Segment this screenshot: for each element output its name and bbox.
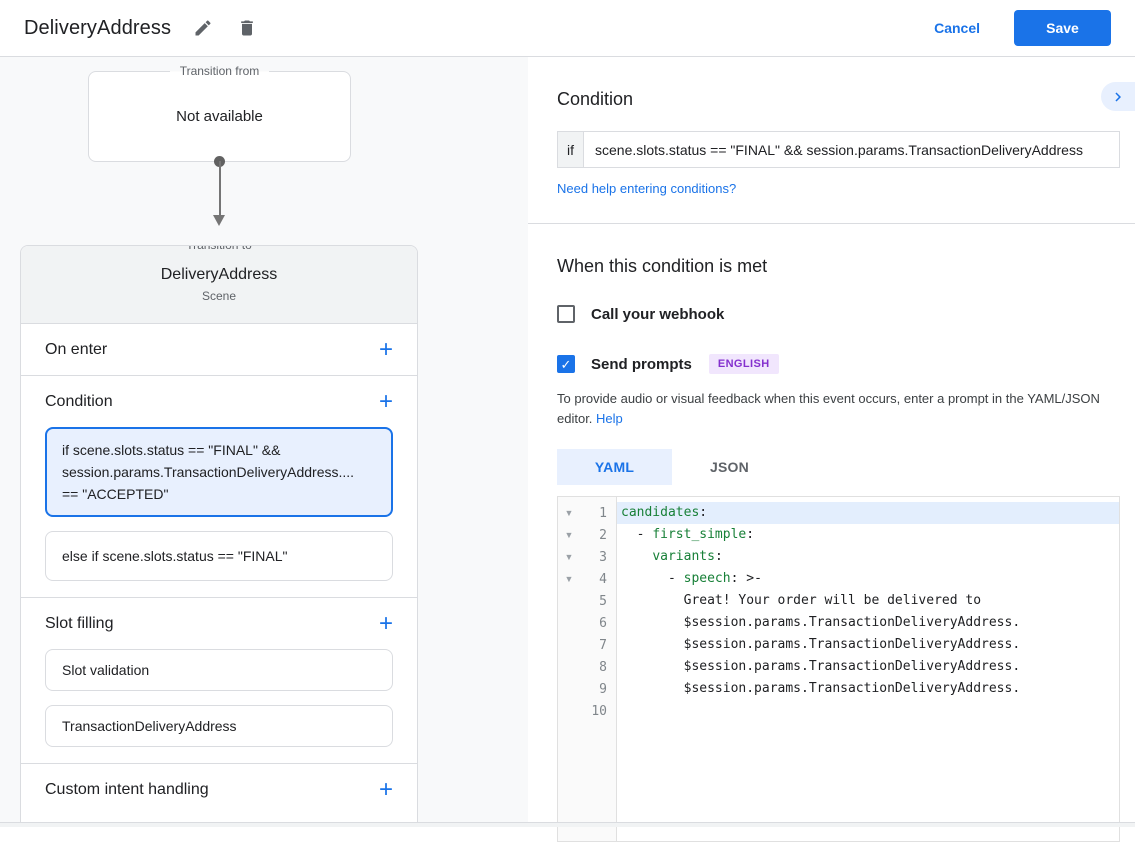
slot-card[interactable]: TransactionDeliveryAddress bbox=[45, 705, 393, 747]
transition-to-card: Transition to DeliveryAddress Scene On e… bbox=[20, 245, 418, 824]
flow-diagram-panel: Transition from Not available Transition… bbox=[0, 57, 528, 827]
code-line-2[interactable]: - first_simple: bbox=[617, 524, 1119, 546]
line-number: 1 bbox=[580, 506, 616, 521]
collapse-panel-button[interactable] bbox=[1101, 82, 1135, 111]
section-slot-filling: Slot filling + bbox=[21, 598, 417, 649]
section-condition: Condition + bbox=[21, 376, 417, 427]
code-line-10[interactable] bbox=[617, 700, 1119, 722]
cancel-button[interactable]: Cancel bbox=[934, 20, 980, 36]
gutter-line-1: ▼1 bbox=[558, 502, 616, 524]
gutter-line-2: ▼2 bbox=[558, 524, 616, 546]
send-prompts-row: ✓ Send prompts ENGLISH bbox=[557, 354, 1120, 374]
top-bar: DeliveryAddress Cancel Save bbox=[0, 0, 1135, 57]
fold-toggle-icon[interactable]: ▼ bbox=[558, 552, 580, 562]
code-line-6[interactable]: $session.params.TransactionDeliveryAddre… bbox=[617, 612, 1119, 634]
save-button[interactable]: Save bbox=[1014, 10, 1111, 46]
condition-detail-panel: Condition if Need help entering conditio… bbox=[528, 57, 1135, 827]
fold-toggle-icon[interactable]: ▼ bbox=[558, 530, 580, 540]
editor-code-area[interactable]: candidates: - first_simple: variants: - … bbox=[617, 497, 1119, 841]
tab-yaml[interactable]: YAML bbox=[557, 449, 672, 485]
condition-card[interactable]: else if scene.slots.status == "FINAL" bbox=[45, 531, 393, 581]
section-custom-intent: Custom intent handling + bbox=[21, 764, 417, 815]
code-line-3[interactable]: variants: bbox=[617, 546, 1119, 568]
gutter-line-4: ▼4 bbox=[558, 568, 616, 590]
transition-from-value: Not available bbox=[176, 108, 263, 125]
gutter-line-10: 10 bbox=[558, 700, 616, 722]
add-custom-intent-button[interactable]: + bbox=[379, 780, 393, 800]
bottom-edge-strip bbox=[0, 822, 1135, 827]
when-condition-met-title: When this condition is met bbox=[557, 256, 1120, 277]
scene-type-label: Scene bbox=[202, 289, 236, 303]
editor-tabs: YAML JSON bbox=[557, 449, 1120, 485]
line-number: 7 bbox=[580, 638, 616, 653]
scene-name: DeliveryAddress bbox=[161, 266, 277, 284]
fold-toggle-icon[interactable]: ▼ bbox=[558, 508, 580, 518]
line-number: 10 bbox=[580, 704, 616, 719]
connector-arrowhead-icon bbox=[213, 215, 225, 226]
prompts-helper-text: To provide audio or visual feedback when… bbox=[557, 389, 1120, 429]
call-webhook-label: Call your webhook bbox=[591, 306, 724, 323]
scene-card-header[interactable]: DeliveryAddress Scene bbox=[21, 246, 417, 324]
add-on-enter-button[interactable]: + bbox=[379, 340, 393, 360]
condition-expression-row: if bbox=[557, 131, 1120, 168]
delete-scene-button[interactable] bbox=[235, 16, 259, 40]
condition-label: Condition bbox=[45, 393, 113, 411]
gutter-line-9: 9 bbox=[558, 678, 616, 700]
page-title: DeliveryAddress bbox=[24, 17, 171, 40]
add-condition-button[interactable]: + bbox=[379, 392, 393, 412]
code-line-8[interactable]: $session.params.TransactionDeliveryAddre… bbox=[617, 656, 1119, 678]
line-number: 2 bbox=[580, 528, 616, 543]
gutter-line-3: ▼3 bbox=[558, 546, 616, 568]
line-number: 8 bbox=[580, 660, 616, 675]
gutter-line-7: 7 bbox=[558, 634, 616, 656]
send-prompts-checkbox[interactable]: ✓ bbox=[557, 355, 575, 373]
code-line-5[interactable]: Great! Your order will be delivered to bbox=[617, 590, 1119, 612]
on-enter-label: On enter bbox=[45, 341, 107, 359]
code-line-1[interactable]: candidates: bbox=[617, 502, 1119, 524]
trash-icon bbox=[237, 18, 257, 38]
add-slot-button[interactable]: + bbox=[379, 614, 393, 634]
code-line-9[interactable]: $session.params.TransactionDeliveryAddre… bbox=[617, 678, 1119, 700]
line-number: 4 bbox=[580, 572, 616, 587]
send-prompts-label: Send prompts bbox=[591, 356, 692, 373]
condition-help-link[interactable]: Need help entering conditions? bbox=[557, 181, 736, 196]
condition-card-selected[interactable]: if scene.slots.status == "FINAL" && sess… bbox=[45, 427, 393, 517]
line-number: 5 bbox=[580, 594, 616, 609]
tab-json[interactable]: JSON bbox=[672, 449, 787, 485]
transition-from-label: Transition from bbox=[89, 64, 350, 78]
if-prefix-label: if bbox=[557, 131, 584, 168]
slot-filling-label: Slot filling bbox=[45, 615, 113, 633]
panel-title: Condition bbox=[557, 89, 1120, 110]
connector-line bbox=[219, 161, 221, 216]
line-number: 6 bbox=[580, 616, 616, 631]
webhook-row: Call your webhook bbox=[557, 305, 1120, 323]
condition-expression-input[interactable] bbox=[584, 131, 1120, 168]
help-link[interactable]: Help bbox=[596, 411, 623, 426]
line-number: 3 bbox=[580, 550, 616, 565]
line-number: 9 bbox=[580, 682, 616, 697]
edit-scene-button[interactable] bbox=[191, 16, 215, 40]
chevron-right-icon bbox=[1109, 88, 1127, 106]
custom-intent-label: Custom intent handling bbox=[45, 781, 209, 799]
code-line-7[interactable]: $session.params.TransactionDeliveryAddre… bbox=[617, 634, 1119, 656]
gutter-line-5: 5 bbox=[558, 590, 616, 612]
transition-from-box[interactable]: Transition from Not available bbox=[88, 71, 351, 162]
fold-toggle-icon[interactable]: ▼ bbox=[558, 574, 580, 584]
gutter-line-8: 8 bbox=[558, 656, 616, 678]
gutter-line-6: 6 bbox=[558, 612, 616, 634]
slot-validation-card[interactable]: Slot validation bbox=[45, 649, 393, 691]
section-on-enter: On enter + bbox=[21, 324, 417, 375]
code-line-4[interactable]: - speech: >- bbox=[617, 568, 1119, 590]
divider bbox=[528, 223, 1135, 224]
language-badge: ENGLISH bbox=[709, 354, 779, 374]
pencil-icon bbox=[193, 18, 213, 38]
call-webhook-checkbox[interactable] bbox=[557, 305, 575, 323]
